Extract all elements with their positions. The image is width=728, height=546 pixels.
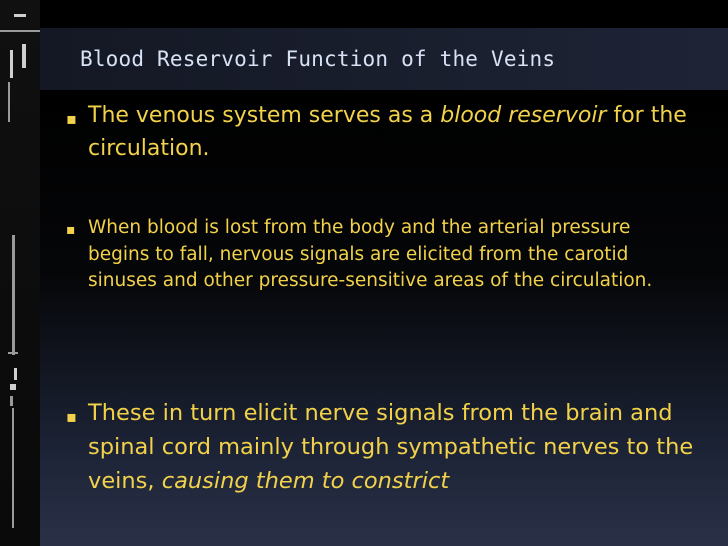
emphasis-text: blood reservoir xyxy=(440,103,607,128)
decoration-mark xyxy=(14,14,26,17)
bullet-text: These in turn elicit nerve signals from … xyxy=(88,400,694,494)
left-decoration-bar xyxy=(0,0,40,546)
bullet-text: When blood is lost from the body and the… xyxy=(88,217,653,291)
decoration-mark xyxy=(10,396,13,406)
decoration-mark xyxy=(22,44,26,68)
decoration-mark xyxy=(12,235,15,355)
bullet-text: The venous system serves as a blood rese… xyxy=(88,103,687,161)
bullet-item: ▪ When blood is lost from the body and t… xyxy=(66,215,696,295)
decoration-mark xyxy=(8,82,10,122)
bullet-marker-icon: ▪ xyxy=(66,222,76,238)
slide-title: Blood Reservoir Function of the Veins xyxy=(80,47,556,71)
bullet-item: ▪ The venous system serves as a blood re… xyxy=(66,99,696,165)
bullet-item: ▪ These in turn elicit nerve signals fro… xyxy=(66,396,696,498)
decoration-mark xyxy=(10,50,13,78)
bullet-marker-icon: ▪ xyxy=(66,109,77,128)
decoration-mark xyxy=(10,384,16,390)
decoration-mark xyxy=(14,368,17,380)
decoration-mark xyxy=(8,352,18,354)
decoration-mark xyxy=(0,30,40,32)
decoration-mark xyxy=(12,408,14,528)
content-area xyxy=(40,90,728,546)
emphasis-text: causing them to constrict xyxy=(161,468,450,494)
bullet-marker-icon: ▪ xyxy=(66,407,77,426)
title-band xyxy=(40,28,728,90)
